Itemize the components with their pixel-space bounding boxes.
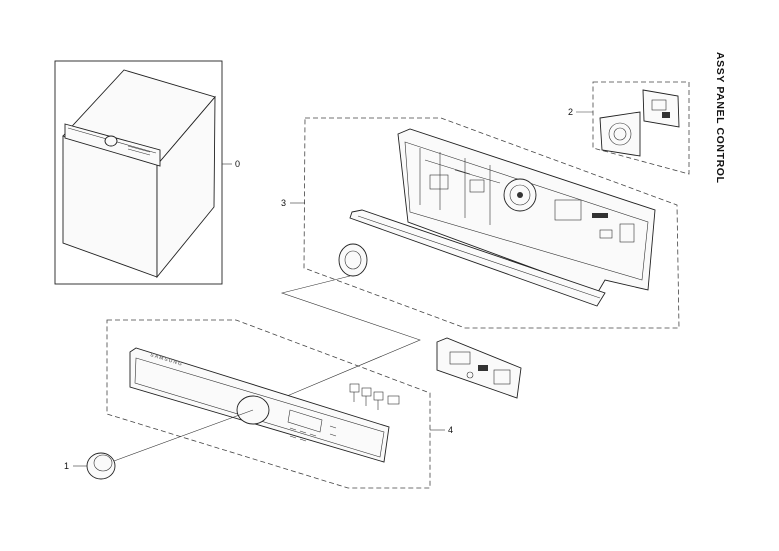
part-0-washer-assembly: [54, 60, 223, 285]
part-4-boundary: [106, 319, 431, 489]
part-1-knob: [86, 452, 116, 480]
panel-trim-strip: [349, 209, 606, 307]
pcb-board-rear: [642, 89, 680, 128]
pcb-board-front: [599, 111, 641, 157]
fascia-display-window: [287, 409, 323, 433]
panel-frame-body: [397, 128, 656, 293]
dial-ring: [338, 243, 368, 277]
part-2-pcb-module: [592, 81, 690, 175]
knob-body: [86, 452, 116, 480]
knob-axis-line: [113, 409, 254, 462]
washer-frame: [54, 60, 223, 285]
callout-2: 2: [568, 107, 573, 117]
callout-1: 1: [64, 461, 69, 471]
panel-buttons: [349, 383, 400, 410]
diagram-title: ASSY PANEL CONTROL: [714, 52, 726, 184]
callout-0: 0: [235, 159, 240, 169]
part-3-panel-frame-assembly: [303, 117, 680, 329]
part-4-front-panel-assembly: SAMSUNG: [106, 319, 522, 489]
part-3-boundary: [303, 117, 680, 329]
callout-3: 3: [281, 198, 286, 208]
washer-side: [156, 95, 216, 279]
callout-4: 4: [448, 425, 453, 435]
part-2-boundary: [592, 81, 690, 175]
washer-dial: [104, 135, 118, 147]
connector-line: [280, 275, 421, 397]
